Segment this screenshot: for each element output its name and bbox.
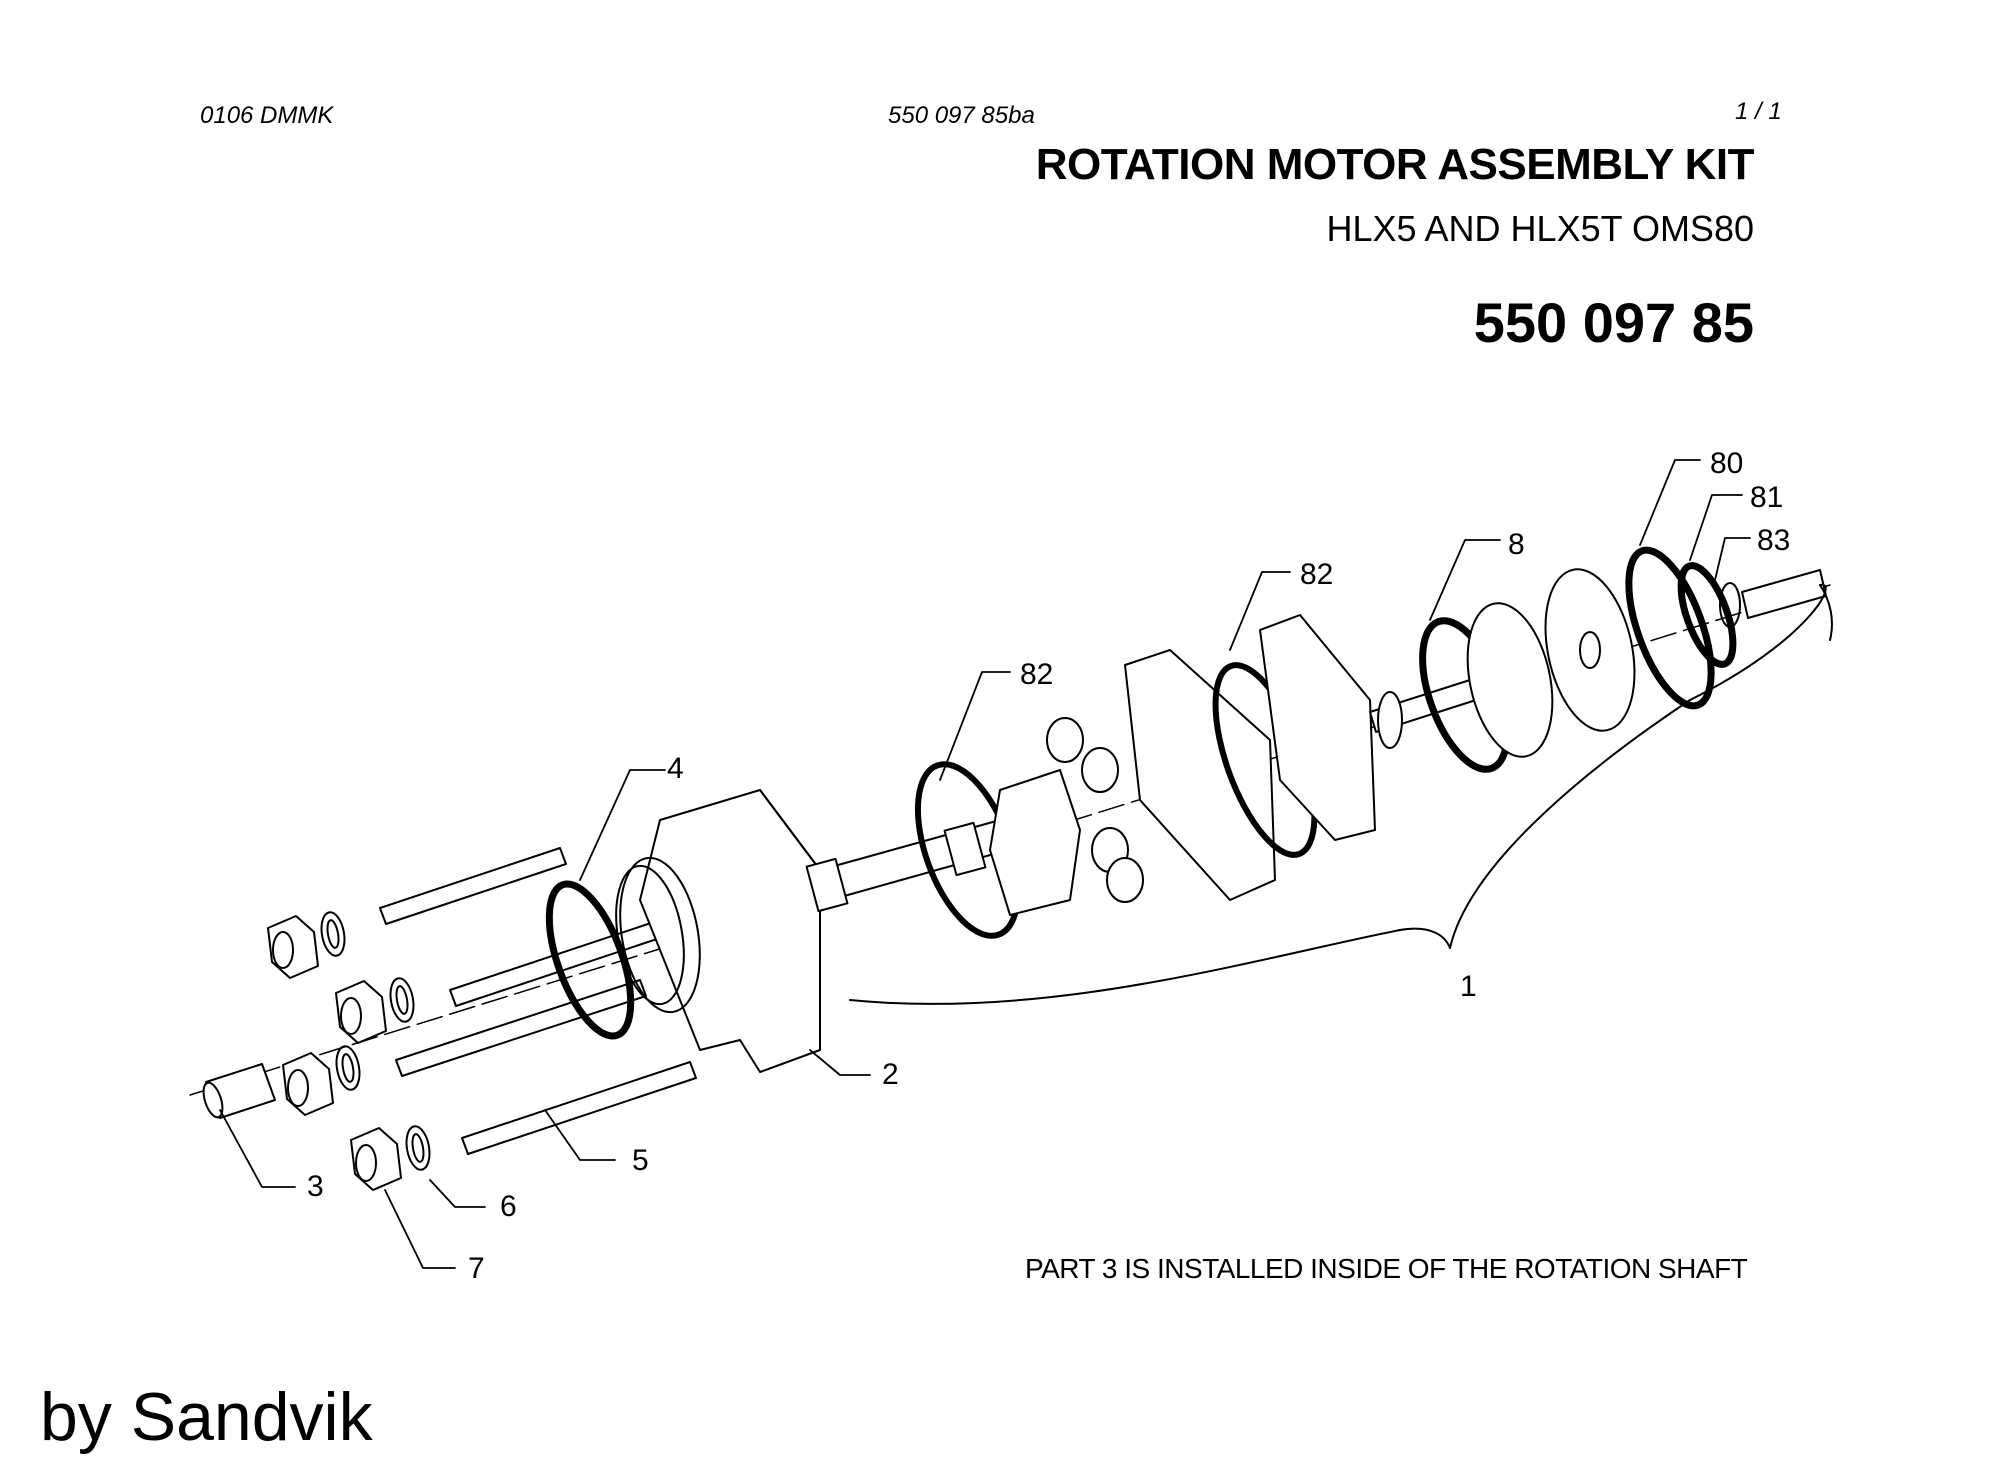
end-plate xyxy=(1259,614,1376,841)
page-title: ROTATION MOTOR ASSEMBLY KIT xyxy=(1035,140,1755,189)
callout-82-upper: 82 xyxy=(1300,558,1334,591)
flange-disc xyxy=(1544,568,1636,732)
callout-1: 1 xyxy=(1460,970,1477,1003)
document-code: 0106 DMMK xyxy=(200,102,334,129)
assembly-brace-tail xyxy=(1819,584,1833,641)
assembly-brace xyxy=(849,583,1827,1005)
page-indicator: 1 / 1 xyxy=(1735,98,1782,125)
callout-80: 80 xyxy=(1710,447,1744,480)
o-ring-part-80 xyxy=(1625,546,1715,710)
flange-hole xyxy=(1579,631,1601,669)
callout-5: 5 xyxy=(632,1144,649,1177)
callout-3: 3 xyxy=(307,1170,324,1203)
seal-cup xyxy=(1466,602,1554,758)
kit-part-number: 550 097 85 xyxy=(1473,291,1754,354)
callout-8: 8 xyxy=(1508,528,1525,561)
washers-part-6 xyxy=(320,911,431,1171)
page-subtitle: HLX5 AND HLX5T OMS80 xyxy=(1326,208,1754,249)
installation-note: PART 3 IS INSTALLED INSIDE OF THE ROTATI… xyxy=(1025,1253,1748,1284)
drawing-reference: 550 097 85ba xyxy=(888,102,1035,129)
brand-credit: by Sandvik xyxy=(40,1379,373,1455)
housing-part-2 xyxy=(615,789,821,1073)
bearing xyxy=(1377,691,1403,749)
callout-81: 81 xyxy=(1750,481,1784,514)
callout-82-lower: 82 xyxy=(1020,658,1054,691)
valve-plate xyxy=(1124,649,1276,901)
nuts-part-7 xyxy=(267,915,402,1191)
callout-2: 2 xyxy=(882,1058,899,1091)
o-ring-part-81 xyxy=(1677,562,1737,668)
drive-shaft xyxy=(805,819,1009,913)
callout-7: 7 xyxy=(468,1252,485,1285)
callout-83: 83 xyxy=(1757,524,1791,557)
callout-6: 6 xyxy=(500,1190,517,1223)
gerotor-set xyxy=(989,717,1144,916)
callout-4: 4 xyxy=(667,752,684,785)
o-ring-part-4 xyxy=(545,880,635,1040)
check-valve-part-83 xyxy=(1719,582,1741,628)
leader-lines xyxy=(219,459,1751,1269)
pin-part-3 xyxy=(202,1063,276,1119)
